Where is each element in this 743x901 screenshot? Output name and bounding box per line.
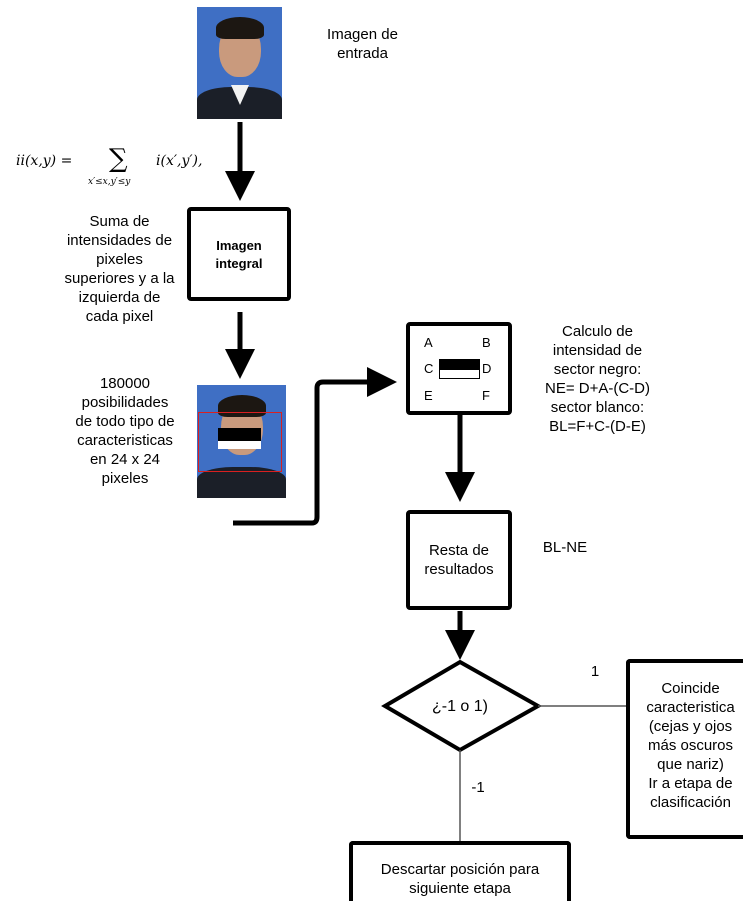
discard-position-box: Descartar posición para siguiente etapa xyxy=(349,841,571,901)
input-photo xyxy=(197,7,282,119)
features-description: 180000 posibilidades de todo tipo de car… xyxy=(75,375,175,487)
formula-lhs: ii(x,y) = xyxy=(16,153,73,169)
label-e: E xyxy=(424,388,433,403)
sum-description: Suma de intensidades de pixeles superior… xyxy=(64,213,175,325)
label-b: B xyxy=(482,335,491,350)
calc-description: Calculo de intensidad de sector negro: N… xyxy=(544,323,650,435)
arrow-features-to-region xyxy=(233,367,397,526)
label-d: D xyxy=(482,361,492,376)
branch-label-negative: -1 xyxy=(471,779,485,796)
white-feature-bar xyxy=(218,441,261,449)
white-sector xyxy=(439,369,480,379)
region-calculation-box: A B C D E F xyxy=(406,322,512,415)
branch-label-positive: 1 xyxy=(590,663,600,680)
label-a: A xyxy=(424,335,433,350)
input-caption: Imagen de entrada xyxy=(327,26,398,62)
formula-rhs: i(x′,y′), xyxy=(156,153,203,169)
features-photo xyxy=(197,385,286,498)
face-box xyxy=(198,412,282,472)
integral-image-box: Imagen integral xyxy=(187,207,291,301)
integral-formula: ii(x,y) = ∑ x′≤x,y′≤y i(x′,y′), xyxy=(16,144,226,195)
subtract-note: BL-NE xyxy=(542,539,588,556)
hair-shape xyxy=(216,17,264,39)
subtract-results-box: Resta de resultados xyxy=(406,510,512,610)
sum-symbol: ∑ xyxy=(109,144,128,174)
suit-shape xyxy=(197,467,286,498)
black-feature-bar xyxy=(218,428,261,441)
label-c: C xyxy=(424,361,434,376)
match-feature-box: Coincide caracteristica (cejas y ojos má… xyxy=(626,659,743,839)
formula-subscript: x′≤x,y′≤y xyxy=(88,177,131,187)
decision-label: ¿-1 o 1) xyxy=(431,698,488,715)
black-sector xyxy=(439,359,480,369)
hair-shape xyxy=(218,395,266,417)
label-f: F xyxy=(482,388,490,403)
